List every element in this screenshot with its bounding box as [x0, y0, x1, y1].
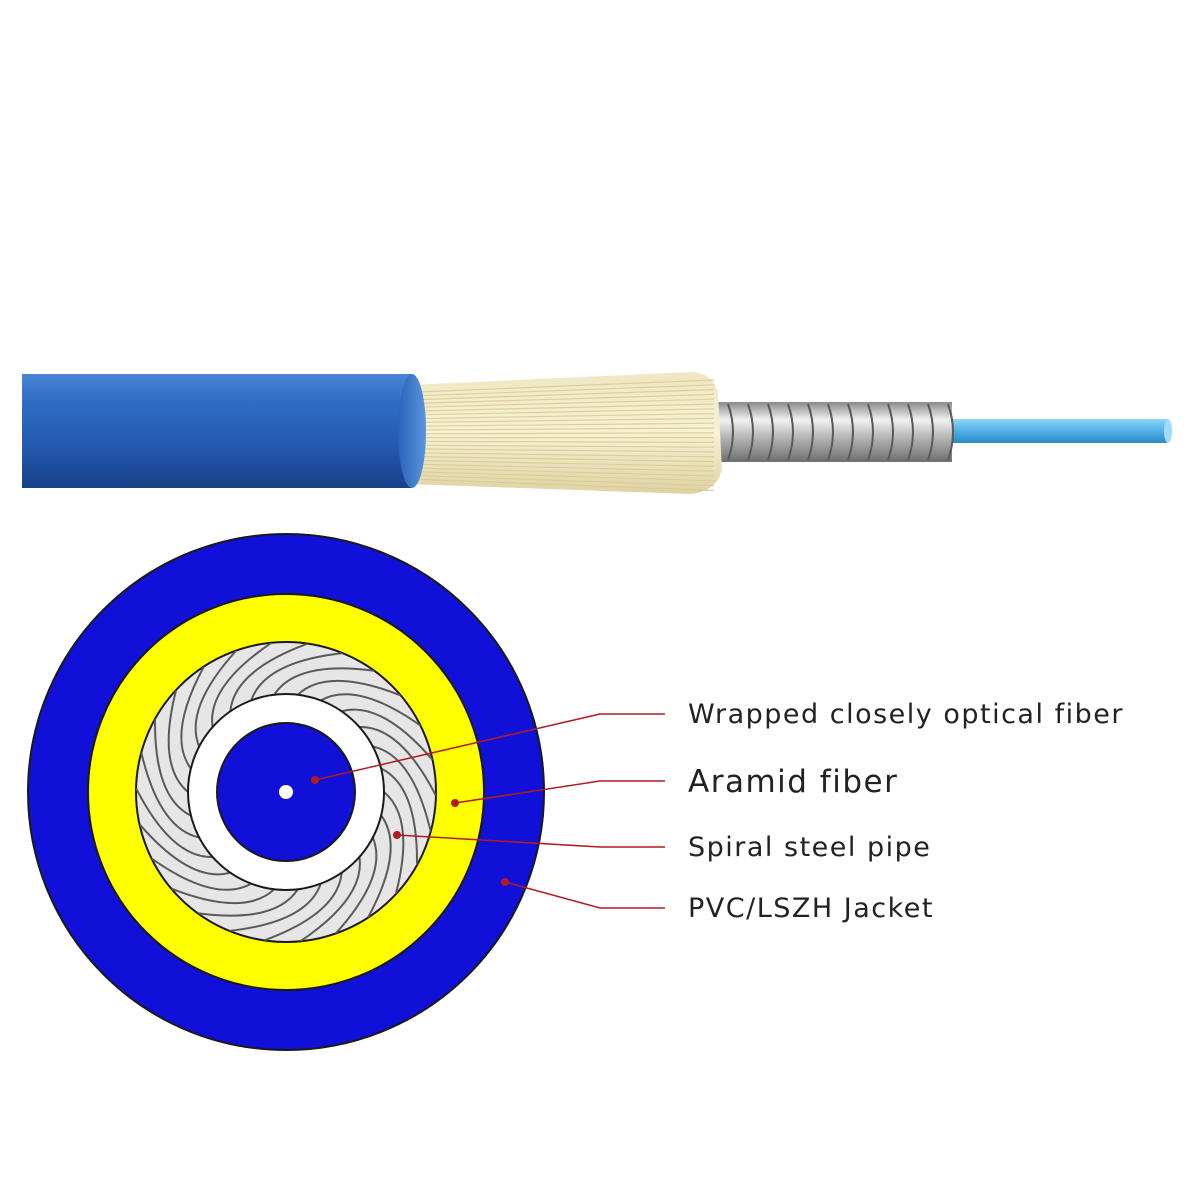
spiral-blade [263, 872, 343, 942]
spiral-blade [150, 857, 252, 891]
steel-coil [887, 403, 894, 461]
aramid-strand [417, 389, 715, 401]
spiral-blade [167, 689, 189, 793]
spiral-blade [341, 708, 434, 761]
spiral-blade [194, 649, 238, 747]
aramid-strand [417, 459, 715, 467]
steel-coil [927, 403, 934, 461]
steel-coil [867, 403, 874, 461]
aramid-strand [417, 463, 715, 472]
aramid-strand [417, 467, 715, 477]
aramid-strand [417, 456, 715, 463]
spiral-blade [153, 718, 192, 817]
spiral-blade [299, 856, 361, 942]
aramid-strand [417, 408, 715, 416]
aramid-strand [417, 448, 715, 453]
aramid-fiber-bundle [408, 372, 722, 494]
spiral-blade [136, 787, 213, 859]
spiral-blade [180, 666, 205, 770]
aramid-strand [417, 452, 715, 458]
cable-jacket-side [22, 374, 426, 488]
aramid-strand [417, 398, 715, 408]
leader-optical-fiber [314, 713, 665, 781]
spiral-blade [229, 883, 322, 932]
aramid-strand [417, 478, 715, 491]
aramid-strand [417, 444, 715, 448]
optical-fiber-strand [940, 419, 1172, 443]
leader-steel-pipe [396, 834, 665, 848]
aramid-strand [417, 427, 715, 431]
spiral-blade [380, 767, 419, 866]
label-optical-fiber: Wrapped closely optical fiber [688, 699, 1124, 730]
aramid-strand [417, 432, 715, 435]
label-jacket: PVC/LSZH Jacket [688, 893, 934, 924]
steel-coil [947, 403, 954, 461]
cable-side-view [22, 372, 1172, 494]
aramid-strand [417, 403, 715, 412]
aramid-strand [417, 413, 715, 420]
spiral-blade [359, 725, 436, 797]
spiral-blade [334, 837, 378, 935]
spiral-blade [250, 652, 343, 701]
leader-aramid [454, 780, 665, 804]
steel-coil [747, 403, 754, 461]
aramid-strand [417, 417, 715, 423]
spiral-blade [383, 791, 405, 895]
spiral-blade [367, 814, 392, 918]
label-aramid-fiber: Aramid fiber [688, 764, 898, 800]
steel-coil [807, 403, 814, 461]
spiral-blade [229, 642, 309, 712]
spiral-blade [138, 823, 231, 876]
spiral-blades [136, 642, 436, 942]
aramid-strand [417, 384, 715, 397]
spiral-steel-pipe-side [718, 402, 954, 462]
leader-jacket [504, 881, 665, 909]
steel-coil [907, 403, 914, 461]
aramid-strand [417, 471, 715, 482]
cable-cross-section [27, 533, 545, 1051]
leader-lines [314, 713, 665, 909]
spiral-blade [140, 752, 200, 839]
aramid-strand [417, 422, 715, 427]
aramid-strand [417, 440, 715, 443]
spiral-blade [320, 693, 422, 727]
label-spiral-steel-pipe: Spiral steel pipe [688, 832, 931, 863]
dot-jacket [501, 878, 509, 886]
steel-coil [847, 403, 854, 461]
fiber-center [279, 785, 293, 799]
steel-coil [827, 403, 834, 461]
dot-aramid [451, 799, 459, 807]
spiral-blade [170, 887, 275, 905]
spiral-blade [273, 667, 375, 696]
leader-dots [311, 776, 509, 886]
spiral-blade [211, 642, 273, 728]
steel-coil [767, 403, 774, 461]
steel-coil [787, 403, 794, 461]
spiral-blade [297, 679, 402, 697]
aramid-strand [417, 393, 715, 404]
spiral-blade [372, 745, 432, 832]
spiral-blade [197, 888, 299, 917]
aramid-strand [417, 379, 715, 393]
aramid-strand [417, 475, 715, 487]
dot-steel-pipe [393, 831, 401, 839]
steel-coil [727, 403, 734, 461]
dot-optical-fiber [311, 776, 319, 784]
